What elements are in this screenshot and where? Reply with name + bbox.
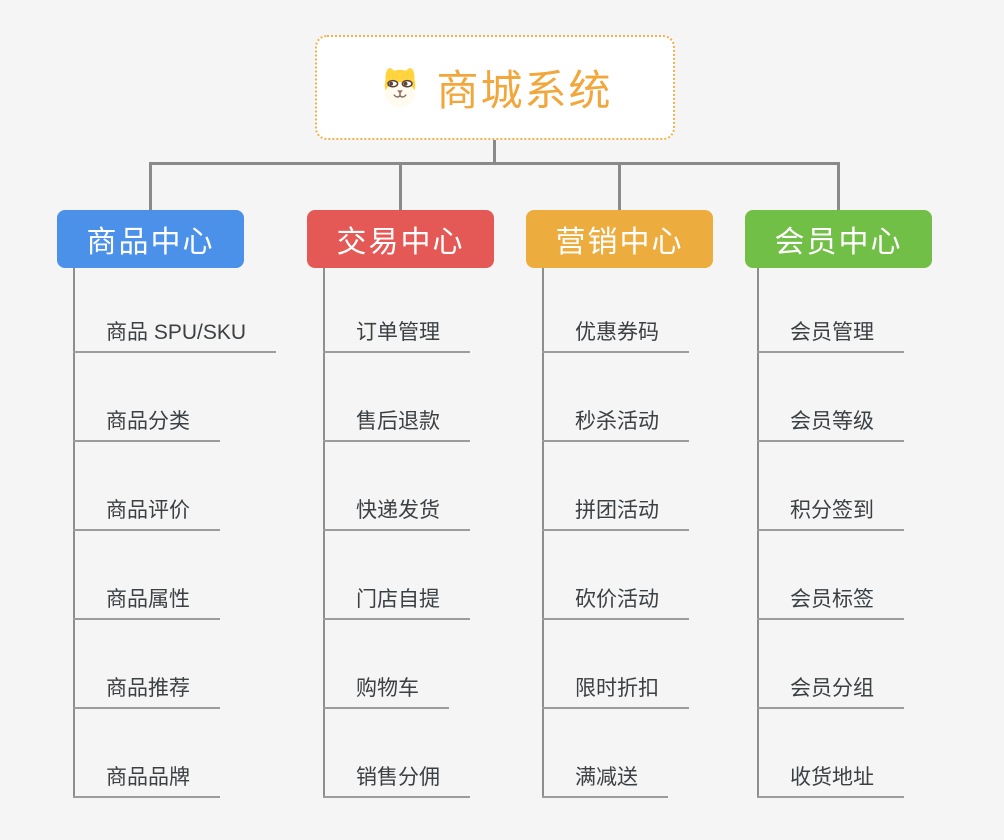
- connector-drop: [399, 162, 402, 210]
- leaf-node[interactable]: 满减送: [542, 760, 668, 798]
- leaf-node[interactable]: 商品分类: [73, 404, 220, 442]
- leaf-node[interactable]: 销售分佣: [323, 760, 470, 798]
- leaf-node[interactable]: 会员管理: [757, 315, 904, 353]
- leaf-node[interactable]: 积分签到: [757, 493, 904, 531]
- leaf-node[interactable]: 购物车: [323, 671, 449, 709]
- leaf-node[interactable]: 优惠券码: [542, 315, 689, 353]
- leaf-node[interactable]: 秒杀活动: [542, 404, 689, 442]
- leaf-node[interactable]: 收货地址: [757, 760, 904, 798]
- leaf-node[interactable]: 快递发货: [323, 493, 470, 531]
- leaf-node[interactable]: 会员分组: [757, 671, 904, 709]
- branch-node-product[interactable]: 商品中心: [57, 210, 244, 268]
- connector-drop: [837, 162, 840, 210]
- leaf-node[interactable]: 门店自提: [323, 582, 470, 620]
- branch-column-member: 会员管理 会员等级 积分签到 会员标签 会员分组 收货地址: [757, 268, 1004, 802]
- leaf-node[interactable]: 砍价活动: [542, 582, 689, 620]
- connector-trunk: [757, 268, 759, 798]
- connector-trunk: [542, 268, 544, 798]
- leaf-node[interactable]: 售后退款: [323, 404, 470, 442]
- root-title: 商城系统: [436, 67, 613, 114]
- connector-trunk: [73, 268, 75, 798]
- connector-drop: [618, 162, 621, 210]
- branch-column-product: 商品 SPU/SKU 商品分类 商品评价 商品属性 商品推荐 商品品牌: [73, 268, 323, 802]
- connector-trunk: [323, 268, 325, 798]
- leaf-node[interactable]: 商品 SPU/SKU: [73, 315, 277, 353]
- root-node[interactable]: 商城系统: [315, 35, 675, 140]
- branch-column-trade: 订单管理 售后退款 快递发货 门店自提 购物车 销售分佣: [323, 268, 573, 802]
- branch-node-marketing[interactable]: 营销中心: [526, 210, 713, 268]
- connector-horizontal: [149, 162, 840, 165]
- leaf-node[interactable]: 限时折扣: [542, 671, 689, 709]
- leaf-node[interactable]: 会员标签: [757, 582, 904, 620]
- leaf-node[interactable]: 商品推荐: [73, 671, 220, 709]
- leaf-node[interactable]: 商品属性: [73, 582, 220, 620]
- branch-node-member[interactable]: 会员中心: [745, 210, 932, 268]
- branch-column-marketing: 优惠券码 秒杀活动 拼团活动 砍价活动 限时折扣 满减送: [542, 268, 792, 802]
- leaf-node[interactable]: 订单管理: [323, 315, 470, 353]
- connector-root-stem: [493, 140, 496, 164]
- branch-node-trade[interactable]: 交易中心: [307, 210, 494, 268]
- leaf-node[interactable]: 会员等级: [757, 404, 904, 442]
- leaf-node[interactable]: 商品品牌: [73, 760, 220, 798]
- leaf-node[interactable]: 拼团活动: [542, 493, 689, 531]
- dog-icon: [377, 65, 423, 111]
- connector-drop: [149, 162, 152, 210]
- leaf-node[interactable]: 商品评价: [73, 493, 220, 531]
